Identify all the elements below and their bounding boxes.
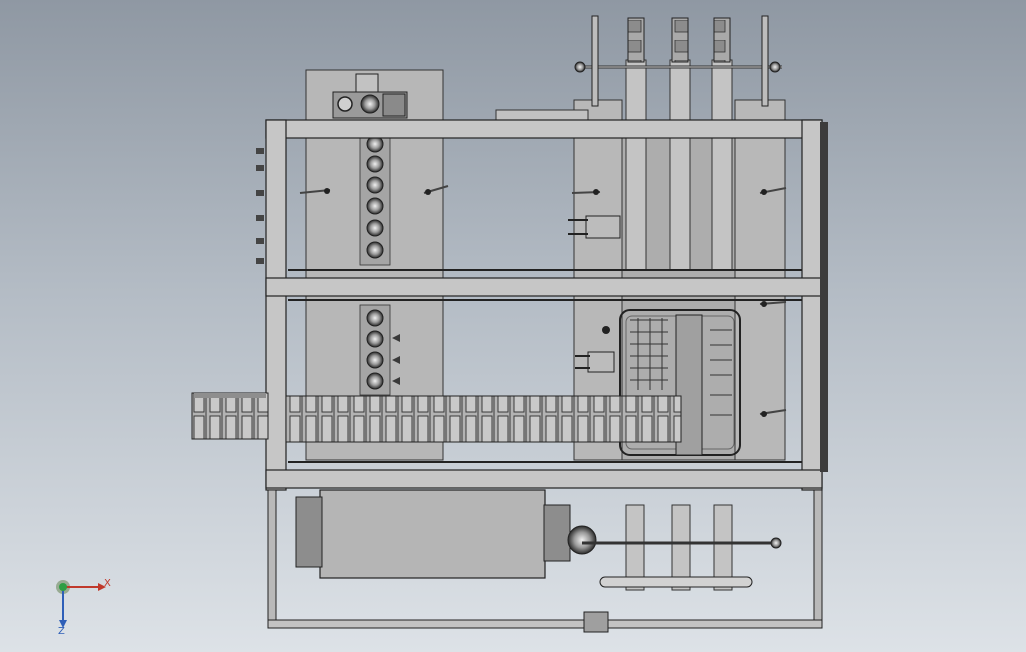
bottom-drive-motor xyxy=(295,489,597,579)
x-axis-arrow xyxy=(98,583,106,591)
top-guide-rails xyxy=(574,15,782,271)
left-side-fasteners xyxy=(256,148,264,264)
z-axis-arrow xyxy=(59,620,67,628)
left-roller-stack-upper xyxy=(366,135,384,259)
main-frame xyxy=(265,119,828,491)
bottom-guide-rails xyxy=(582,504,782,591)
coordinate-triad: X Z xyxy=(56,578,111,637)
x-axis-label: X xyxy=(104,578,111,589)
z-axis-label: Z xyxy=(58,626,65,637)
top-gear-motor xyxy=(332,73,408,119)
base-frame xyxy=(267,489,823,633)
y-axis-dot xyxy=(59,583,67,591)
left-roller-stack-lower xyxy=(366,309,400,390)
cable-drag-chain xyxy=(191,392,682,443)
pneumatic-cylinders xyxy=(568,215,621,373)
locating-pins xyxy=(299,185,787,417)
